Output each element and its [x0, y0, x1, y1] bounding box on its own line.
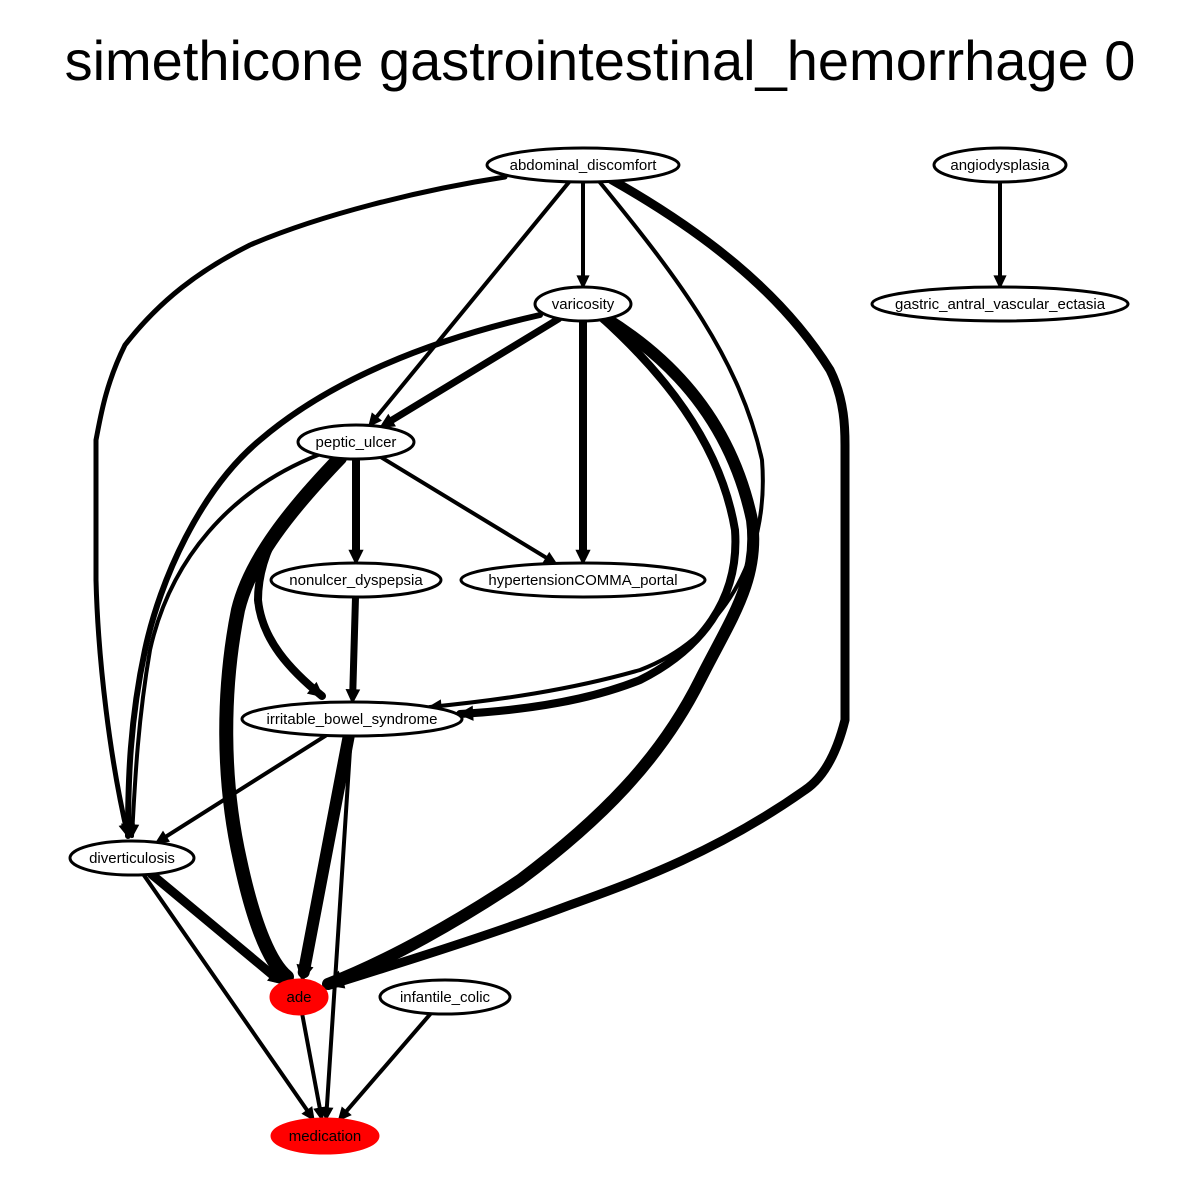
- node-ellipse: [533, 285, 633, 323]
- node-hypertensionCOMMA_portal[interactable]: hypertensionCOMMA_portal: [459, 561, 707, 599]
- nodes-layer: abdominal_discomfort angiodysplasia varico…: [68, 146, 1130, 1155]
- edge-ade-to-medication: [300, 1011, 327, 1122]
- edge-line: [379, 455, 551, 562]
- edge-arrowhead: [337, 1106, 352, 1122]
- edge-arrowhead: [993, 275, 1007, 290]
- edge-line: [141, 872, 311, 1115]
- edge-line: [456, 312, 740, 718]
- edge-arrowhead: [348, 549, 364, 566]
- node-ellipse: [240, 700, 464, 738]
- node-ellipse: [870, 285, 1130, 323]
- node-ellipse: [296, 423, 416, 461]
- edge-infantile_colic-to-medication: [337, 1011, 433, 1122]
- node-ellipse: [485, 146, 681, 184]
- edge-varicosity-to-peptic_ulcer: [379, 315, 563, 428]
- edge-line: [130, 453, 320, 838]
- node-ellipse: [932, 146, 1068, 184]
- edge-line: [349, 593, 360, 698]
- edge-line: [384, 315, 563, 427]
- node-label: medication: [289, 1128, 362, 1145]
- node-ellipse: [459, 561, 707, 599]
- edge-line: [428, 178, 765, 709]
- node-label: diverticulosis: [89, 850, 175, 867]
- edge-line: [219, 451, 347, 984]
- node-ellipse: [68, 839, 196, 877]
- edge-peptic_ulcer-to-hypertensionCOMMA_portal: [379, 455, 558, 565]
- edge-line: [300, 1011, 323, 1114]
- node-infantile_colic[interactable]: infantile_colic: [378, 978, 512, 1016]
- node-ellipse: [270, 1117, 380, 1155]
- edge-arrowhead: [301, 1106, 315, 1122]
- edge-arrowhead: [313, 1106, 327, 1122]
- edge-arrowhead: [296, 963, 314, 983]
- node-diverticulosis[interactable]: diverticulosis: [68, 839, 196, 877]
- node-label: angiodysplasia: [950, 157, 1050, 174]
- edges-layer: [93, 174, 1007, 1122]
- node-label: peptic_ulcer: [316, 434, 397, 451]
- edge-irritable_bowel_syndrome-to-diverticulosis: [154, 733, 328, 844]
- edge-line: [322, 312, 760, 990]
- edge-irritable_bowel_syndrome-to-ade: [296, 729, 355, 983]
- node-irritable_bowel_syndrome[interactable]: irritable_bowel_syndrome: [240, 700, 464, 738]
- edge-peptic_ulcer-to-nonulcer_dyspepsia: [348, 455, 364, 566]
- node-label: nonulcer_dyspepsia: [289, 572, 423, 589]
- edge-line: [161, 733, 328, 841]
- edge-arrowhead: [457, 705, 474, 721]
- edge-arrowhead: [379, 413, 396, 428]
- edge-line: [146, 869, 281, 983]
- edge-line: [342, 1011, 433, 1116]
- node-abdominal_discomfort[interactable]: abdominal_discomfort: [485, 146, 681, 184]
- edge-line: [372, 179, 572, 422]
- node-gastric_antral_vascular_ectasia[interactable]: gastric_antral_vascular_ectasia: [870, 285, 1130, 323]
- edge-nonulcer_dyspepsia-to-irritable_bowel_syndrome: [345, 593, 361, 705]
- edge-arrowhead: [306, 681, 324, 698]
- edge-varicosity-to-irritable_bowel_syndrome: [456, 312, 740, 721]
- node-ellipse: [269, 978, 329, 1016]
- node-label: infantile_colic: [400, 989, 491, 1006]
- node-label: varicosity: [552, 296, 615, 313]
- node-peptic_ulcer[interactable]: peptic_ulcer: [296, 423, 416, 461]
- node-angiodysplasia[interactable]: angiodysplasia: [932, 146, 1068, 184]
- edge-abdominal_discomfort-to-varicosity: [576, 180, 590, 290]
- node-ade[interactable]: ade: [269, 978, 329, 1016]
- edge-diverticulosis-to-ade: [146, 869, 285, 985]
- edge-abdominal_discomfort-to-peptic_ulcer: [368, 179, 572, 428]
- node-varicosity[interactable]: varicosity: [533, 285, 633, 323]
- node-label: gastric_antral_vascular_ectasia: [895, 296, 1106, 313]
- graph-title: simethicone gastrointestinal_hemorrhage …: [64, 29, 1136, 92]
- node-label: hypertensionCOMMA_portal: [488, 572, 677, 589]
- node-label: irritable_bowel_syndrome: [267, 711, 438, 728]
- node-label: abdominal_discomfort: [510, 157, 658, 174]
- node-medication[interactable]: medication: [270, 1117, 380, 1155]
- node-label: ade: [286, 989, 311, 1006]
- edge-varicosity-to-hypertensionCOMMA_portal: [575, 317, 591, 566]
- edge-line: [297, 729, 355, 979]
- node-ellipse: [378, 978, 512, 1016]
- node-nonulcer_dyspepsia[interactable]: nonulcer_dyspepsia: [269, 561, 443, 599]
- edge-line: [93, 174, 508, 839]
- edge-diverticulosis-to-medication: [141, 872, 315, 1122]
- edge-line: [125, 312, 543, 839]
- edge-arrowhead: [126, 824, 140, 839]
- edge-arrowhead: [267, 968, 285, 985]
- edge-arrowhead: [576, 275, 590, 290]
- edge-arrowhead: [345, 688, 361, 705]
- edge-abdominal_discomfort-to-irritable_bowel_syndrome: [427, 178, 765, 713]
- edge-arrowhead: [575, 549, 591, 566]
- edge-arrowhead: [368, 412, 382, 428]
- node-ellipse: [269, 561, 443, 599]
- edge-line: [325, 175, 850, 990]
- edge-line: [324, 733, 353, 1114]
- edge-peptic_ulcer-to-diverticulosis: [126, 453, 320, 839]
- edge-angiodysplasia-to-gastric_antral_vascular_ectasia: [993, 180, 1007, 290]
